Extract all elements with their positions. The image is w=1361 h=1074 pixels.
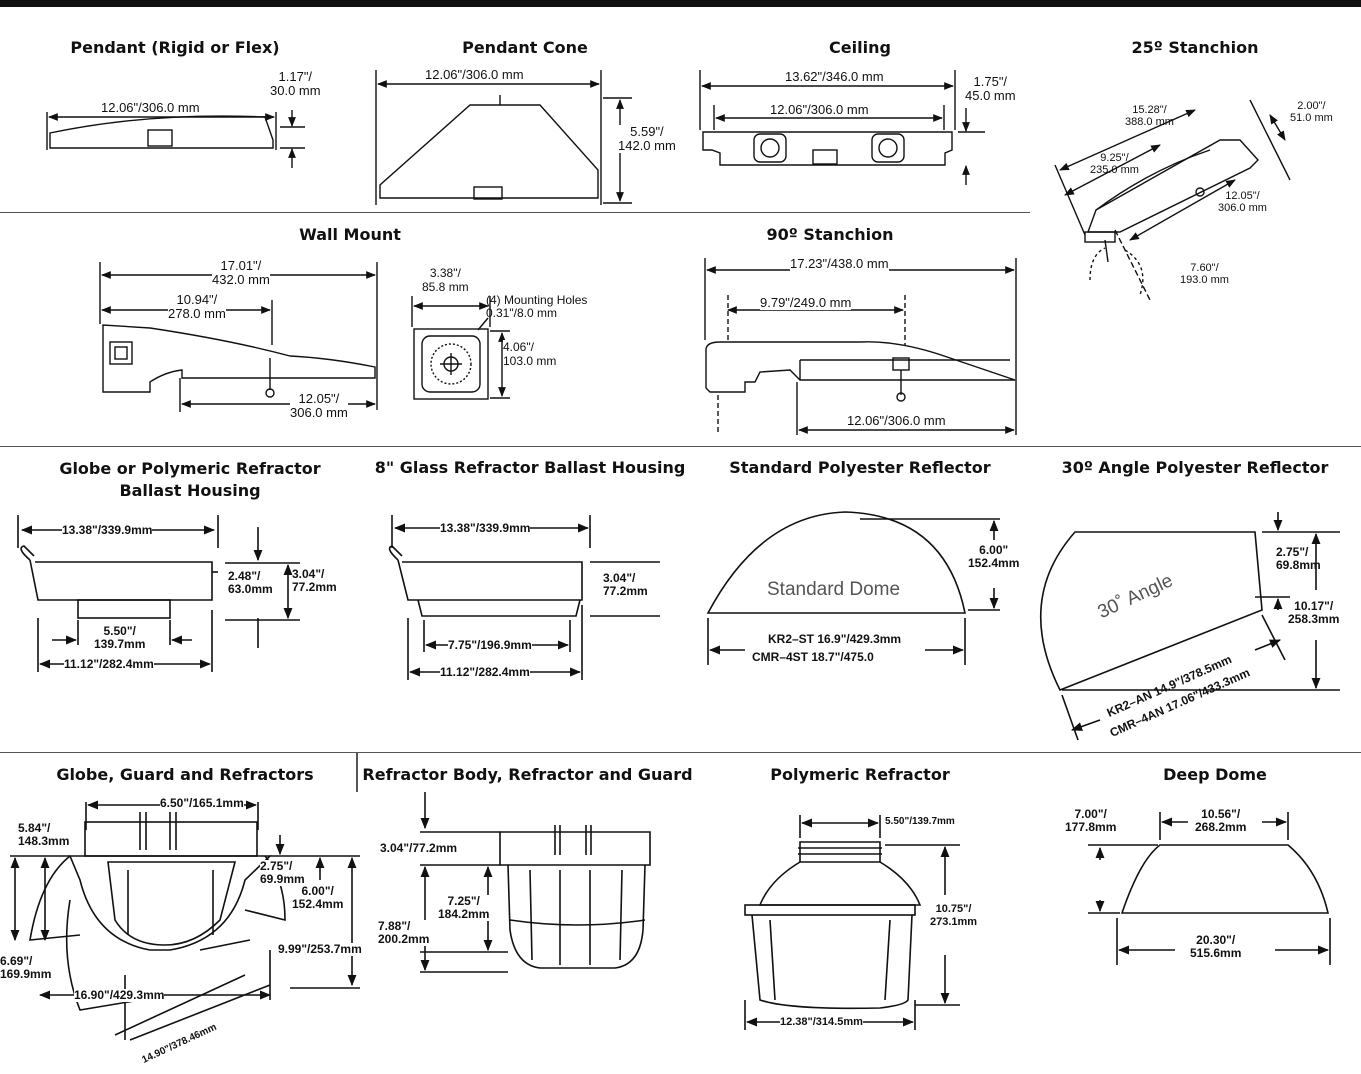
pendant-drawing [46,110,305,168]
deep-dome-top-label: 10.56"/ 268.2mm [1195,807,1247,834]
refractor-body-h1-label: 3.04"/77.2mm [380,841,458,855]
divider-row3 [0,752,1361,753]
polymeric-width-label: 12.38"/314.5mm [780,1016,863,1029]
title-refractor-body-guard: Refractor Body, Refractor and Guard [362,765,693,784]
title-pendant-cone: Pendant Cone [462,38,588,57]
title-polymeric-refractor: Polymeric Refractor [770,765,950,784]
stanchion25-d-label: 12.05"/ 306.0 mm [1218,190,1267,214]
pendant-cone-drawing [375,70,632,205]
title-globe-polymeric-ballast: Globe or Polymeric Refractor Ballast Hou… [59,459,321,500]
top-rule [0,0,1361,7]
globe-guard-h4-label: 6.69"/ 169.9mm [0,954,52,981]
globe-guard-h3-label: 6.00"/ 152.4mm [292,884,344,911]
stanchion25-b-label: 2.00"/ 51.0 mm [1290,100,1333,124]
pendant-width-label: 12.06"/306.0 mm [101,100,200,115]
refractor-body-h3-label: 7.88"/ 200.2mm [378,919,430,946]
title-angle-reflector-30: 30º Angle Polyester Reflector [1061,458,1329,477]
refractor-body-h2-label: 7.25"/ 184.2mm [438,894,490,921]
globe-ballast-neck-label: 5.50"/ 139.7mm [94,624,146,651]
standard-width2-label: CMR–4ST 18.7"/475.0 [752,650,874,664]
stanchion-25-drawing [1054,99,1291,301]
title-stanchion-25: 25º Stanchion [1131,38,1259,57]
title-deep-dome: Deep Dome [1163,765,1267,784]
title-standard-reflector: Standard Polyester Reflector [729,458,991,477]
divider-row1 [0,212,1030,213]
title-globe-guard-refractors: Globe, Guard and Refractors [56,765,314,784]
angle30-h2-label: 10.17"/ 258.3mm [1288,599,1340,626]
cone-width-label: 12.06"/306.0 mm [425,67,524,82]
wall-plate-width-label: 3.38"/ 85.8 mm [422,266,469,294]
title-glass-refractor-8: 8" Glass Refractor Ballast Housing [374,458,686,477]
title-stanchion-90: 90º Stanchion [766,225,894,244]
stanchion90-arm-label: 9.79"/249.0 mm [760,295,852,310]
deep-dome-drawing [1088,812,1331,965]
globe-guard-w-label: 9.99"/253.7mm [278,942,362,956]
polymeric-top-label: 5.50"/139.7mm [885,816,955,827]
standard-width1-label: KR2–ST 16.9"/429.3mm [768,632,902,646]
standard-height-label: 6.00" 152.4mm [968,543,1020,570]
standard-reflector-drawing [706,511,1000,665]
refractor-body-drawing [420,792,651,973]
ceiling-outer-label: 13.62"/346.0 mm [785,69,884,84]
glass8-height-label: 3.04"/ 77.2mm [603,571,648,598]
globe-guard-top-label: 6.50"/165.1mm [160,796,244,810]
globe-guard-h1-label: 5.84"/ 148.3mm [18,821,70,848]
cone-height-label: 5.59"/ 142.0 mm [618,124,676,153]
globe-ballast-h1-label: 2.48"/ 63.0mm [228,569,273,596]
globe-ballast-width-label: 13.38"/339.9mm [62,523,153,537]
stanchion90-total-label: 17.23"/438.0 mm [790,256,889,271]
stanchion25-c-label: 9.25"/ 235.0 mm [1090,152,1139,176]
wall-total-label: 17.01"/ 432.0 mm [212,258,270,287]
title-wall-mount: Wall Mount [299,225,401,244]
stanchion90-head-label: 12.06"/306.0 mm [847,413,946,428]
polymeric-refractor-drawing [744,815,960,1030]
standard-dome-text: Standard Dome [767,579,901,600]
glass8-base-label: 11.12"/282.4mm [440,665,530,679]
title-pendant-rigid-flex: Pendant (Rigid or Flex) [70,38,280,57]
ceiling-drawing [699,70,985,185]
pendant-height-label: 1.17"/ 30.0 mm [270,69,321,98]
wall-arm-label: 10.94"/ 278.0 mm [168,292,226,321]
title-ceiling: Ceiling [829,38,891,57]
ceiling-height-label: 1.75"/ 45.0 mm [965,74,1016,103]
wall-plate-height-label: 4.06"/ 103.0 mm [503,340,557,368]
stanchion25-e-label: 7.60"/ 193.0 mm [1180,262,1229,286]
divider-vertical [356,752,358,792]
deep-dome-height-label: 7.00"/ 177.8mm [1065,807,1117,834]
deep-dome-width-label: 20.30"/ 515.6mm [1190,933,1242,960]
stanchion-90-drawing [704,258,1017,435]
wall-head-label: 12.05"/ 306.0 mm [290,391,348,420]
globe-guard-h2-label: 2.75"/ 69.9mm [260,859,305,886]
stanchion25-a-label: 15.28"/ 388.0 mm [1125,104,1174,128]
wall-holes-label: (4) Mounting Holes 0.31"/8.0 mm [486,293,588,320]
globe-guard-w2-label: 16.90"/429.3mm [74,988,165,1002]
glass8-neck-label: 7.75"/196.9mm [448,638,532,652]
angle-30-reflector-drawing [1039,512,1340,741]
globe-ballast-h2-label: 3.04"/ 77.2mm [292,567,337,594]
polymeric-height-label: 10.75"/ 273.1mm [930,903,978,929]
divider-row2 [0,446,1361,447]
globe-guard-drawing [10,800,360,1041]
globe-ballast-base-label: 11.12"/282.4mm [64,657,154,671]
ceiling-inner-label: 12.06"/306.0 mm [770,102,869,117]
glass8-width-label: 13.38"/339.9mm [440,521,531,535]
angle30-h1-label: 2.75"/ 69.8mm [1276,545,1321,572]
